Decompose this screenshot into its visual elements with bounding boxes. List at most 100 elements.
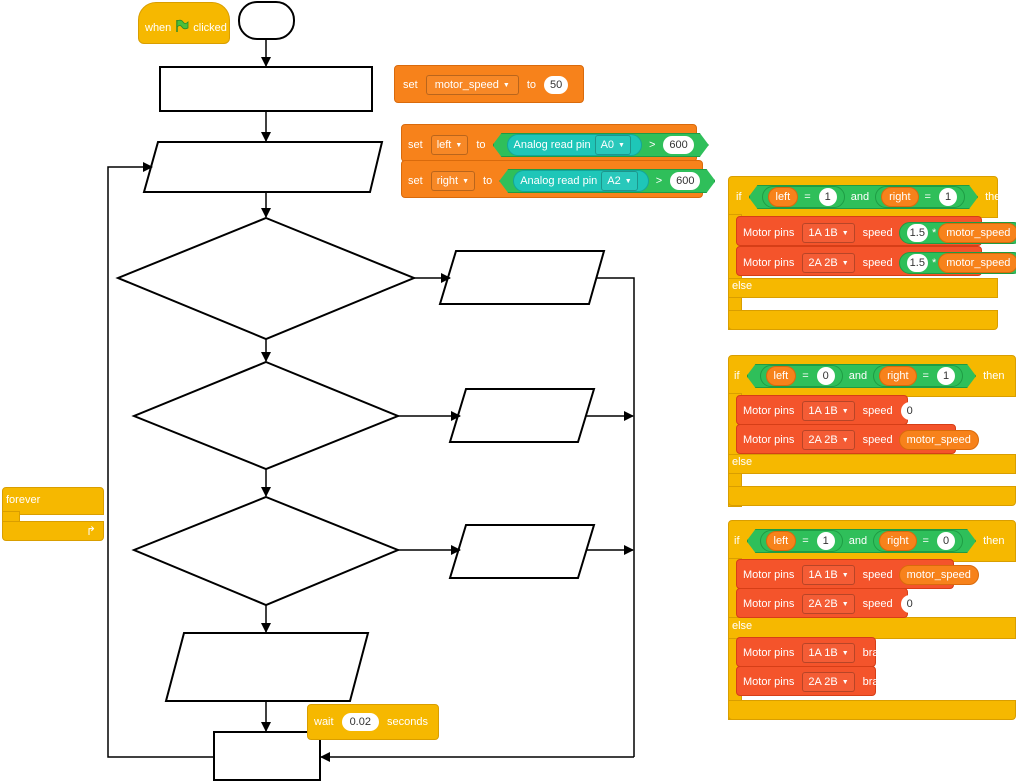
forever-bottom	[2, 521, 104, 541]
motor-pins-speed-block[interactable]: Motor pins 2A 2B▼ speed 1.5*motor_speed	[736, 246, 1016, 276]
if-bottom	[728, 486, 1016, 506]
motor-pins-text: Motor pins	[743, 598, 795, 610]
output-else-io	[164, 632, 370, 702]
loop-arrow-icon: ↱	[86, 524, 97, 538]
equals-text: =	[922, 370, 929, 382]
loop-back-line	[107, 162, 214, 758]
and-operator[interactable]: left=0 and right = 1	[747, 364, 977, 388]
variable-name: right	[436, 175, 459, 187]
motor-pins-brake-block[interactable]: Motor pins 1A 1B▼ brake	[736, 637, 890, 667]
equals-operator[interactable]: right=1	[875, 186, 965, 208]
threshold-input[interactable]: 600	[663, 136, 693, 154]
wait-process-box	[213, 731, 321, 781]
value-input[interactable]: 50	[544, 76, 569, 94]
motor-pins-text: Motor pins	[743, 434, 795, 446]
seconds-input[interactable]: 0.02	[341, 713, 379, 731]
when-flag-clicked-block[interactable]: when clicked	[138, 2, 230, 44]
wait-block[interactable]: wait 0.02 seconds	[307, 704, 439, 740]
multiply-operator[interactable]: 1.5*motor_speed	[898, 252, 1016, 274]
equals-operator[interactable]: left = 1	[760, 530, 843, 552]
variable-dropdown[interactable]: left▼	[430, 135, 469, 155]
set-motor-speed-block[interactable]: set motor_speed▼ to 50	[394, 65, 584, 103]
pins-dropdown[interactable]: 1A 1B▼	[802, 565, 855, 585]
motor-pins-speed-block[interactable]: Motor pins 2A 2B▼ speed motor_speed	[736, 424, 979, 454]
multiply-operator[interactable]: 1.5*motor_speed	[898, 222, 1016, 244]
variable-dropdown[interactable]: motor_speed▼	[425, 75, 519, 95]
and-text: and	[850, 191, 870, 203]
connector-out1-right	[596, 277, 635, 757]
left-variable: left	[766, 531, 797, 551]
motor-pins-speed-block[interactable]: Motor pins 1A 1B▼ speed 0	[736, 395, 919, 425]
pins-dropdown[interactable]: 2A 2B▼	[802, 253, 855, 273]
forever-block[interactable]: forever ↱	[2, 487, 104, 551]
multiplier-input[interactable]: 1.5	[906, 224, 928, 242]
motor-pins-speed-block[interactable]: Motor pins 1A 1B▼ speed motor_speed	[736, 559, 979, 589]
if-else-block-3[interactable]: if left=1 and right=0 then Motor pins 1A…	[728, 520, 1016, 720]
pins-dropdown[interactable]: 2A 2B▼	[802, 430, 855, 450]
threshold-input[interactable]: 600	[670, 172, 700, 190]
chevron-down-icon: ▼	[841, 229, 849, 237]
pin-dropdown[interactable]: A2▼	[601, 171, 637, 191]
motor-pins-speed-block[interactable]: Motor pins 1A 1B▼ speed 1.5*motor_speed	[736, 216, 1016, 246]
variable-dropdown[interactable]: right▼	[430, 171, 476, 191]
multiply-text: *	[931, 257, 937, 269]
right-value-input[interactable]: 1	[939, 188, 957, 206]
speed-text: speed	[862, 434, 893, 446]
motor-speed-variable: motor_speed	[938, 223, 1016, 243]
multiplier-input[interactable]: 1.5	[906, 254, 928, 272]
else-text: else	[732, 456, 753, 468]
right-variable: right	[879, 366, 916, 386]
pin-name: A0	[600, 139, 615, 151]
equals-operator[interactable]: left=1	[762, 186, 845, 208]
chevron-down-icon: ▼	[455, 141, 463, 149]
pins-dropdown[interactable]: 1A 1B▼	[802, 401, 855, 421]
speed-text: speed	[862, 569, 893, 581]
left-value-input[interactable]: 1	[817, 532, 835, 550]
right-variable: right	[879, 531, 916, 551]
speed-input[interactable]: 0	[900, 595, 919, 613]
pin-dropdown[interactable]: A0▼	[595, 135, 631, 155]
if-else-block-2[interactable]: if left=0 and right=1 then Motor pins 1A…	[728, 355, 1016, 507]
equals-operator[interactable]: left=0	[760, 365, 843, 387]
forever-label: forever	[6, 494, 41, 506]
pins-dropdown[interactable]: 1A 1B▼	[802, 643, 855, 663]
if-else-block-1[interactable]: if left=1 and right=1 then Motor pins 1A…	[728, 176, 1016, 330]
motor-pins-brake-block[interactable]: Motor pins 2A 2B▼ brake	[736, 666, 890, 696]
if-text: if	[734, 535, 740, 547]
equals-operator[interactable]: right = 1	[873, 365, 963, 387]
pins-name: 1A 1B	[808, 405, 838, 417]
speed-input[interactable]: 0	[900, 402, 919, 420]
output-3-io	[448, 524, 596, 579]
motor-pins-text: Motor pins	[743, 227, 795, 239]
pins-dropdown[interactable]: 1A 1B▼	[802, 223, 855, 243]
multiply-text: *	[931, 227, 937, 239]
left-value-input[interactable]: 1	[819, 188, 837, 206]
and-text: and	[848, 370, 868, 382]
right-value-input[interactable]: 1	[937, 367, 955, 385]
pins-dropdown[interactable]: 2A 2B▼	[802, 672, 855, 692]
speed-text: speed	[862, 598, 893, 610]
motor-pins-speed-block[interactable]: Motor pins 2A 2B▼ speed 0	[736, 588, 919, 618]
pins-dropdown[interactable]: 2A 2B▼	[802, 594, 855, 614]
equals-operator[interactable]: right=0	[873, 530, 963, 552]
if-text: if	[736, 191, 742, 203]
variable-name: left	[436, 139, 452, 151]
to-text: to	[476, 139, 486, 151]
equals-text: =	[802, 535, 809, 547]
and-operator[interactable]: left=1 and right=0	[747, 529, 977, 553]
motor-pins-text: Motor pins	[743, 647, 795, 659]
and-operator[interactable]: left=1 and right=1	[749, 185, 979, 209]
to-text: to	[526, 79, 537, 91]
right-value-input[interactable]: 0	[937, 532, 955, 550]
init-process-box	[159, 66, 373, 112]
pins-name: 2A 2B	[808, 434, 838, 446]
left-value-input[interactable]: 0	[817, 367, 835, 385]
green-flag-icon	[175, 19, 189, 36]
